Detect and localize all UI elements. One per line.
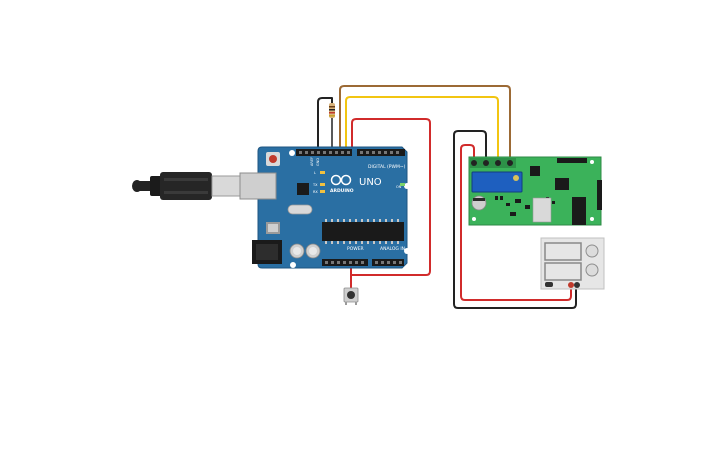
pushbutton-icon[interactable] (343, 287, 359, 305)
wire-brown[interactable] (339, 85, 511, 161)
digital-header-label: DIGITAL (PWM~) (368, 164, 406, 170)
wire-black-resistor[interactable] (317, 97, 333, 151)
analog-label: ANALOG IN (380, 246, 405, 252)
svg-text:L: L (314, 171, 316, 175)
capacitors (289, 243, 321, 259)
digital-header (296, 149, 405, 156)
wire-red-driver[interactable] (460, 144, 572, 301)
arduino-model: UNO (359, 177, 382, 188)
wire-red-button[interactable] (350, 118, 431, 289)
voltage-display (544, 242, 582, 261)
current-knob[interactable] (585, 263, 599, 277)
resistor-icon[interactable] (329, 103, 335, 118)
gnd-label: GND (316, 158, 320, 166)
svg-text:ON: ON (396, 185, 402, 189)
driver-chip (555, 178, 569, 190)
arduino-brand: ARDUINO (330, 188, 354, 194)
arduino-uno-board[interactable]: AREF GND DIGITAL (PWM~) ARDUINO UNO L TX… (239, 146, 410, 269)
aref-label: AREF (310, 157, 314, 166)
usb-plug-icon[interactable] (132, 172, 241, 200)
wire-black-driver[interactable] (453, 130, 577, 309)
usb-chip (297, 183, 309, 195)
status-leds: L TX RX ON (312, 171, 405, 194)
driver-white-chip (532, 197, 552, 223)
crystal (287, 204, 313, 215)
driver-input-pins (470, 158, 516, 168)
usb-b-socket (239, 172, 277, 200)
current-display (544, 262, 582, 281)
terminal-positive[interactable] (568, 282, 574, 288)
voltage-knob[interactable] (585, 244, 599, 258)
terminal-negative[interactable] (574, 282, 580, 288)
atmega-chip (322, 219, 404, 244)
power-supply[interactable] (540, 237, 605, 290)
trimpot-icon[interactable] (471, 171, 523, 193)
svg-text:RX: RX (313, 190, 318, 194)
power-analog-header: POWER ANALOG IN (322, 246, 405, 266)
svg-text:TX: TX (312, 183, 318, 187)
driver-board[interactable] (468, 156, 602, 226)
arduino-logo: ARDUINO UNO (330, 174, 382, 194)
power-label: POWER (347, 246, 364, 252)
wire-yellow[interactable] (345, 96, 499, 161)
